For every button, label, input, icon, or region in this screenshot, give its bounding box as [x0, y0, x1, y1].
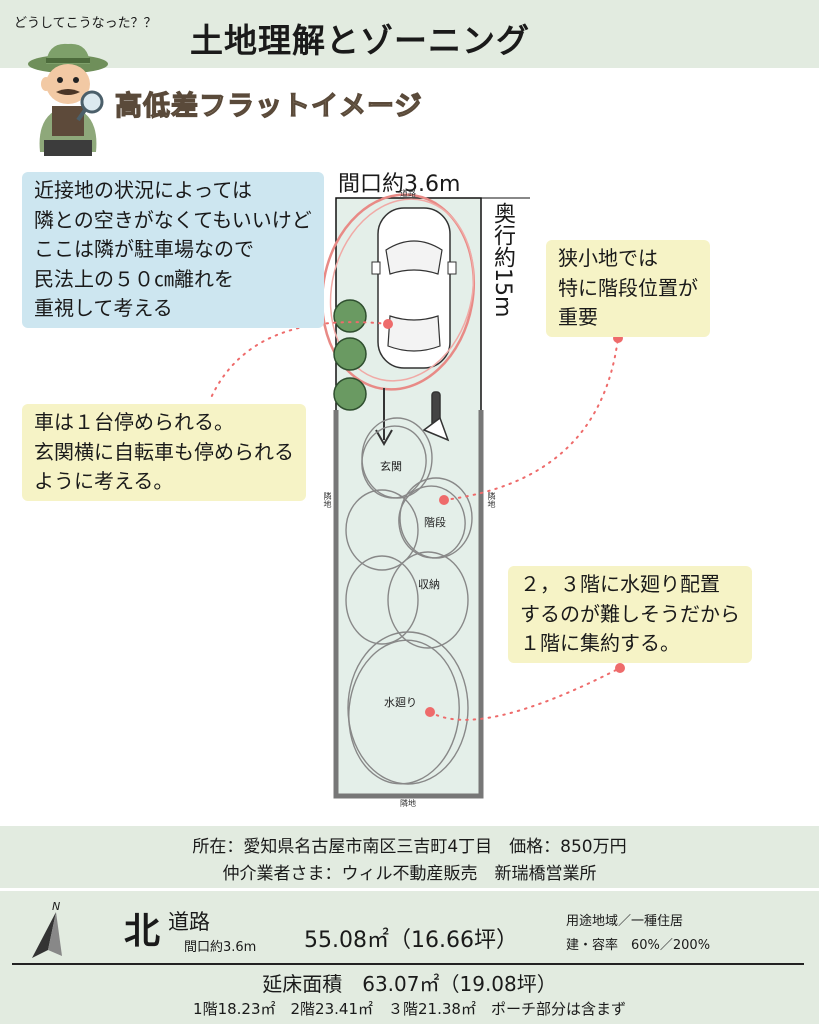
shrubs-icon — [333, 299, 367, 411]
floor-breakdown: 1階18.23㎡ 2階23.41㎡ ３階21.38㎡ ポーチ部分は含まず — [193, 1000, 626, 1018]
page-title: 土地理解とゾーニング — [190, 21, 530, 60]
frontage-label: 間口約3.6m — [338, 172, 461, 197]
note-line: 車は１台停められる。 — [34, 410, 234, 434]
bicycle-icon — [422, 391, 450, 442]
land-area: 55.08㎡（16.66坪） — [304, 928, 518, 953]
note-parking: 車は１台停められる。 玄関横に自転車も停められる ように考える。 — [22, 404, 306, 501]
note-line: ここは隣が駐車場なので — [34, 237, 254, 261]
note-line: １階に集約する。 — [520, 631, 680, 655]
note-line: ２，３階に水廻り配置 — [520, 572, 720, 596]
north-arrow-icon — [32, 912, 62, 958]
note-line: 狭小地では — [558, 246, 658, 270]
summary-divider — [12, 963, 804, 965]
neighbor-left-label: 隣地 — [323, 492, 332, 508]
note-stairs: 狭小地では 特に階段位置が 重要 — [546, 240, 710, 337]
compass-letter: N — [52, 900, 61, 913]
car-zone — [320, 193, 476, 391]
note-line: 特に階段位置が — [558, 275, 698, 300]
location-price: 所在：愛知県名古屋市南区三吉町4丁目 価格：850万円 — [192, 837, 627, 857]
car-icon — [371, 207, 457, 369]
detective-mascot-icon — [28, 43, 108, 156]
zoning: 用途地域／一種住居 — [566, 914, 684, 929]
coverage-ratio: 建・容率 60%／200% — [566, 938, 711, 953]
neighbor-wall — [333, 410, 484, 799]
note-line: 隣との空きがなくてもいいけど — [34, 207, 312, 232]
room-water-label: 水廻り — [384, 696, 417, 709]
road-label: 道路 — [168, 910, 210, 934]
note-water: ２，３階に水廻り配置 するのが難しそうだから １階に集約する。 — [508, 566, 752, 663]
header-kicker: どうしてこうなった？？ — [14, 16, 157, 31]
road-top-label: 道路 — [400, 189, 416, 198]
room-storage-label: 収納 — [418, 578, 440, 591]
header-band — [0, 0, 819, 68]
direction-label: 北 — [124, 911, 161, 952]
callout-lines — [209, 321, 621, 721]
broker: 仲介業者さま：ウィル不動産販売 新瑞橋営業所 — [222, 864, 597, 884]
site-plan — [209, 193, 625, 799]
info-band — [0, 826, 819, 888]
neighbor-bottom-label: 隣地 — [400, 799, 416, 808]
note-line: 民法上の５０㎝離れを — [34, 266, 234, 291]
note-line: ように考える。 — [34, 469, 174, 493]
note-line: 重要 — [558, 305, 598, 329]
room-stairs-label: 階段 — [424, 516, 446, 529]
neighbor-right-label: 隣地 — [487, 492, 496, 508]
note-line: するのが難しそうだから — [520, 601, 740, 626]
note-neighbor: 近接地の状況によっては 隣との空きがなくてもいいけど ここは隣が駐車場なので 民… — [22, 172, 324, 328]
note-line: 玄関横に自転車も停められる — [34, 439, 294, 464]
section-subtitle: 高低差フラットイメージ — [114, 90, 423, 122]
summary-band — [0, 891, 819, 1024]
room-sketches — [345, 417, 473, 785]
summary-frontage: 間口約3.6m — [184, 940, 257, 955]
note-line: 重視して考える — [34, 296, 173, 320]
note-line: 近接地の状況によっては — [34, 178, 252, 202]
floor-area: 延床面積 63.07㎡（19.08坪） — [262, 972, 557, 996]
depth-label: 奥行約15m — [490, 202, 515, 318]
room-entrance-label: 玄関 — [380, 460, 402, 473]
